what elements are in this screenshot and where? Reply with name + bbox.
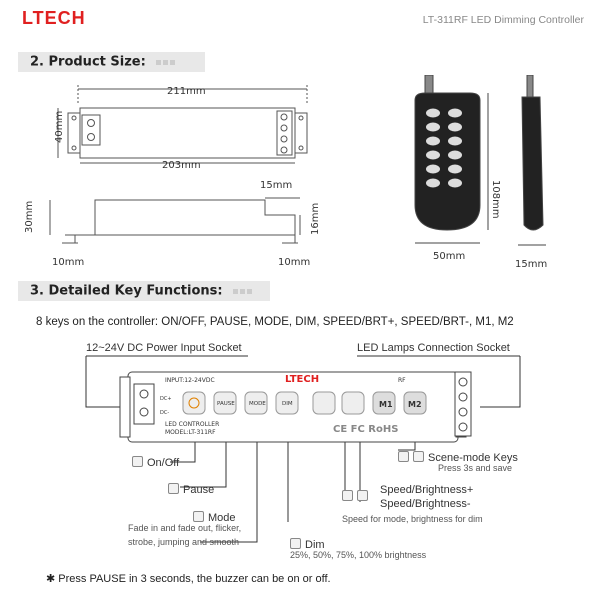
dim-desc: 25%, 50%, 75%, 100% brightness — [290, 550, 427, 560]
device-buttons — [182, 391, 427, 415]
speed-plus-key-icon — [342, 490, 353, 501]
device-input-label: INPUT:12-24VDC — [165, 377, 215, 384]
onoff-label: On/Off — [147, 457, 180, 469]
remote-15-label: 15mm — [515, 259, 547, 270]
heading-decoration — [156, 52, 177, 72]
power-key-icon — [132, 456, 143, 467]
callout-pause: Pause — [168, 478, 214, 497]
remote-front-view — [414, 75, 489, 244]
btn-m1-label: M1 — [379, 400, 393, 409]
btn-pause-label: PAUSE — [217, 401, 235, 407]
dim-30-label: 30mm — [24, 201, 35, 233]
mode-key-icon — [193, 511, 204, 522]
callout-mode: Mode — [193, 506, 236, 525]
callout-dim: Dim — [290, 533, 325, 552]
scene-desc: Press 3s and save — [438, 463, 513, 473]
m2-key-icon — [413, 451, 424, 462]
remote-side-view — [518, 75, 546, 246]
footnote: ✱ Press PAUSE in 3 seconds, the buzzer c… — [46, 573, 331, 585]
dim-16-label: 16mm — [310, 203, 321, 235]
keys-intro: 8 keys on the controller: ON/OFF, PAUSE,… — [36, 316, 514, 328]
speed-plus-label: Speed/Brightness+ — [380, 484, 474, 496]
dim-40-label: 40mm — [54, 111, 65, 143]
device-model-line2: MODEL:LT-311RF — [165, 429, 216, 436]
key-functions-heading-text: 3. Detailed Key Functions: — [30, 283, 223, 299]
remote-108-label: 108mm — [490, 180, 501, 219]
dim-10-left-label: 10mm — [52, 257, 84, 268]
callout-scene: Scene-mode Keys — [398, 446, 518, 465]
device-cert: CE FC RoHS — [333, 424, 398, 435]
document-title: LT-311RF LED Dimming Controller — [422, 14, 584, 26]
dim-key-icon — [290, 538, 301, 549]
btn-mode-label: MODE — [249, 401, 266, 407]
product-size-heading-text: 2. Product Size: — [30, 54, 146, 70]
pause-key-icon — [168, 483, 179, 494]
callout-speed — [342, 485, 372, 504]
device-rf: RF — [398, 377, 406, 384]
mode-desc-1: Fade in and fade out, flicker, — [128, 523, 242, 533]
device-model-line1: LED CONTROLLER — [165, 421, 219, 428]
controller-top-view — [57, 85, 308, 164]
speed-desc: Speed for mode, brightness for dim — [342, 514, 483, 524]
mode-desc-2: strobe, jumping and smooth — [128, 537, 240, 547]
controller-key-diagram: INPUT:12-24VDC DC+ DC- LED CONTROLLER MO… — [85, 355, 521, 543]
brand-logo: LTECH — [22, 8, 86, 28]
callout-onoff: On/Off — [132, 451, 179, 470]
section-heading-product-size: 2. Product Size: — [18, 52, 205, 72]
device-dc-plus: DC+ — [160, 396, 172, 402]
heading-decoration — [233, 281, 254, 301]
btn-dim-label: DIM — [282, 401, 293, 407]
mode-label: Mode — [208, 512, 236, 524]
scene-label: Scene-mode Keys — [428, 452, 518, 464]
power-socket-label: 12~24V DC Power Input Socket — [86, 342, 242, 354]
device-brand: LTECH — [285, 374, 319, 385]
dim-15-label: 15mm — [260, 180, 292, 191]
section-heading-key-functions: 3. Detailed Key Functions: — [18, 281, 270, 301]
dim-label: Dim — [305, 539, 325, 551]
pause-label: Pause — [183, 484, 215, 496]
m1-key-icon — [398, 451, 409, 462]
dim-203-label: 203mm — [162, 160, 201, 171]
led-socket-label: LED Lamps Connection Socket — [357, 342, 510, 354]
product-size-drawing: 211mm 40mm 203mm 15mm 30mm 16mm 10mm 10m… — [24, 75, 547, 270]
speed-minus-label: Speed/Brightness- — [380, 498, 471, 510]
speed-minus-key-icon — [357, 490, 368, 501]
device-dc-minus: DC- — [160, 410, 169, 416]
controller-side-view — [49, 197, 301, 244]
btn-m2-label: M2 — [408, 400, 422, 409]
dim-10-right-label: 10mm — [278, 257, 310, 268]
remote-50-label: 50mm — [433, 251, 465, 262]
dim-211-label: 211mm — [167, 86, 206, 97]
